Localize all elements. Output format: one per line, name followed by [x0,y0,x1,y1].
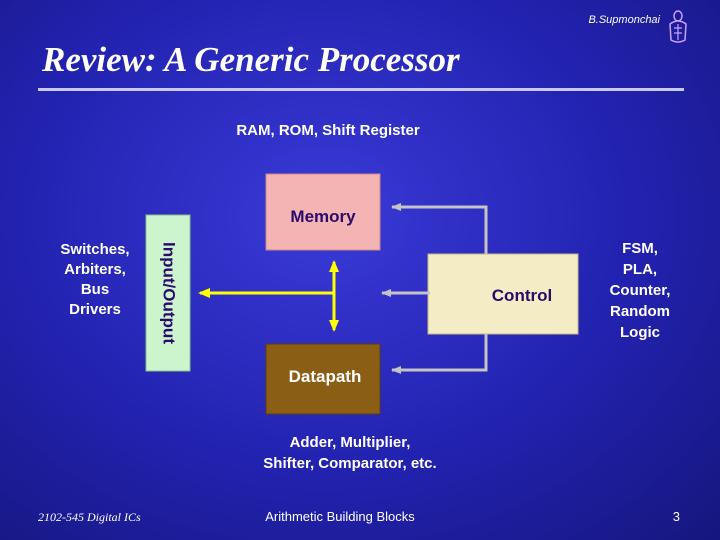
memory-examples-text: RAM, ROM, Shift Register [236,122,420,139]
control-example-line: PLA, [622,261,658,278]
datapath-label: Datapath [289,367,362,386]
author-credit: B.Supmonchai [588,14,660,26]
control-label: Control [492,286,552,305]
title-underline [38,88,684,91]
data-bus-arrows [198,260,339,332]
memory-block: Memory [265,173,381,251]
control-example-line: Logic [620,324,660,341]
io-example-line: Arbiters, [64,261,126,278]
control-example-line: Random [610,303,670,320]
memory-label: Memory [290,207,356,226]
io-examples-text: Switches, Arbiters, Bus Drivers [40,240,150,320]
io-block: Input/Output [145,214,191,372]
slide-title: Review: A Generic Processor [42,40,460,79]
datapath-example-line: Adder, Multiplier, [289,434,411,451]
io-example-line: Drivers [69,301,121,318]
io-label: Input/Output [160,242,179,344]
control-example-line: Counter, [609,282,671,299]
datapath-example-line: Shifter, Comparator, etc. [263,455,437,472]
control-signal-arrows [381,203,488,374]
control-examples-text: FSM, PLA, Counter, Random Logic [592,238,688,343]
university-seal-icon [669,10,687,43]
page-number: 3 [672,509,680,524]
io-example-line: Switches, [60,241,130,258]
control-block: Control [427,253,579,335]
datapath-block: Datapath [265,343,381,415]
datapath-examples-text: Adder, Multiplier, Shifter, Comparator, … [200,432,500,474]
footer-course: 2102-545 Digital ICs [38,510,141,524]
control-example-line: FSM, [622,240,658,257]
io-example-line: Bus [80,281,110,298]
footer-topic: Arithmetic Building Blocks [265,509,415,524]
